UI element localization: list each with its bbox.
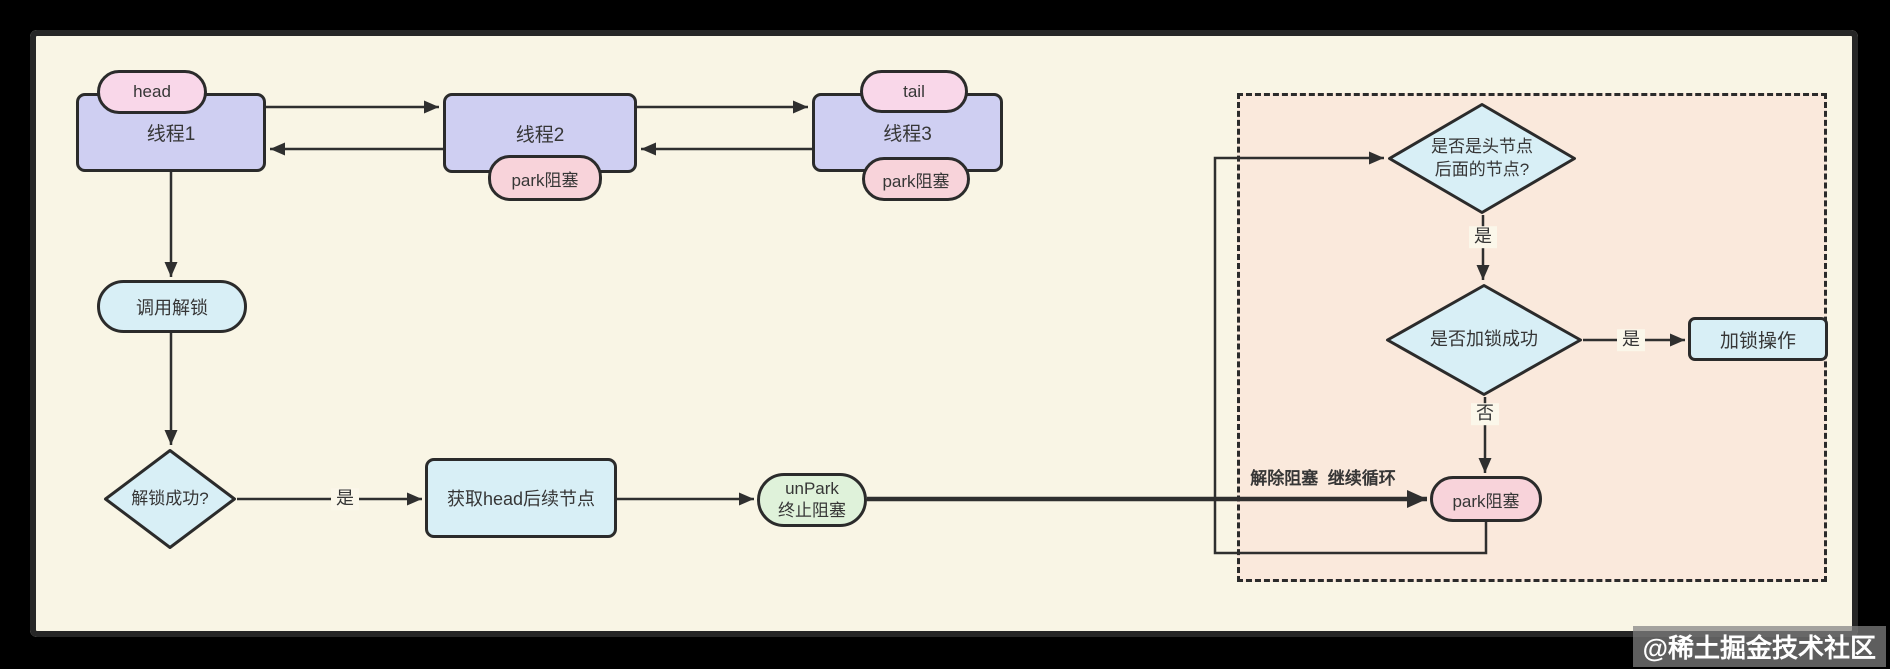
park-block-node: park阻塞 bbox=[1430, 476, 1542, 522]
is-head-successor-line2: 后面的节点? bbox=[1434, 159, 1530, 179]
unlock-success-label: 解锁成功? bbox=[131, 488, 209, 508]
call-unlock-label: 调用解锁 bbox=[136, 297, 208, 318]
call-unlock-node: 调用解锁 bbox=[97, 280, 247, 333]
edge-label-head-successor-yes: 是 bbox=[1469, 226, 1497, 248]
thread2-park-label: park阻塞 bbox=[511, 170, 579, 190]
thread3-park-badge: park阻塞 bbox=[862, 157, 970, 201]
head-badge: head bbox=[97, 70, 207, 114]
unpark-label: unPark 终止阻塞 bbox=[778, 478, 846, 522]
lock-action-node: 加锁操作 bbox=[1688, 317, 1828, 361]
tail-badge-label: tail bbox=[903, 81, 925, 101]
lock-action-label: 加锁操作 bbox=[1719, 330, 1796, 352]
thread3-park-label: park阻塞 bbox=[882, 171, 950, 191]
unlock-success-decision: 解锁成功? bbox=[103, 448, 237, 550]
lock-success-label: 是否加锁成功 bbox=[1430, 329, 1538, 350]
get-head-next-label: 获取head后续节点 bbox=[446, 489, 596, 509]
diamond-shape bbox=[104, 449, 236, 549]
thread1-label: 线程1 bbox=[146, 124, 196, 145]
edge-label-lock-success-no: 否 bbox=[1471, 403, 1499, 425]
unpark-line1: unPark bbox=[785, 478, 839, 498]
unpark-line2: 终止阻塞 bbox=[778, 501, 846, 520]
park-block-label: park阻塞 bbox=[1452, 491, 1520, 511]
unpark-node: unPark 终止阻塞 bbox=[757, 473, 867, 527]
edge-label-unblock-loop: 解除阻塞 继续循环 bbox=[1250, 468, 1396, 488]
head-badge-label: head bbox=[133, 82, 171, 101]
edge-label-lock-success-yes: 是 bbox=[1617, 329, 1645, 351]
is-head-successor-decision: 是否是头节点 后面的节点? bbox=[1387, 102, 1577, 215]
thread3-label: 线程3 bbox=[883, 124, 932, 145]
is-head-successor-line1: 是否是头节点 bbox=[1431, 137, 1533, 157]
lock-success-decision: 是否加锁成功 bbox=[1385, 283, 1583, 397]
watermark: @稀土掘金技术社区 bbox=[1632, 626, 1886, 667]
thread2-label: 线程2 bbox=[515, 124, 565, 146]
get-head-next-node: 获取head后续节点 bbox=[425, 458, 617, 538]
edge-label-unlock-yes: 是 bbox=[331, 488, 359, 510]
tail-badge: tail bbox=[860, 70, 968, 113]
diagram-canvas: 线程1 head 线程2 park阻塞 线程3 tail park阻塞 调用解锁… bbox=[30, 30, 1858, 637]
thread2-park-badge: park阻塞 bbox=[488, 155, 602, 201]
